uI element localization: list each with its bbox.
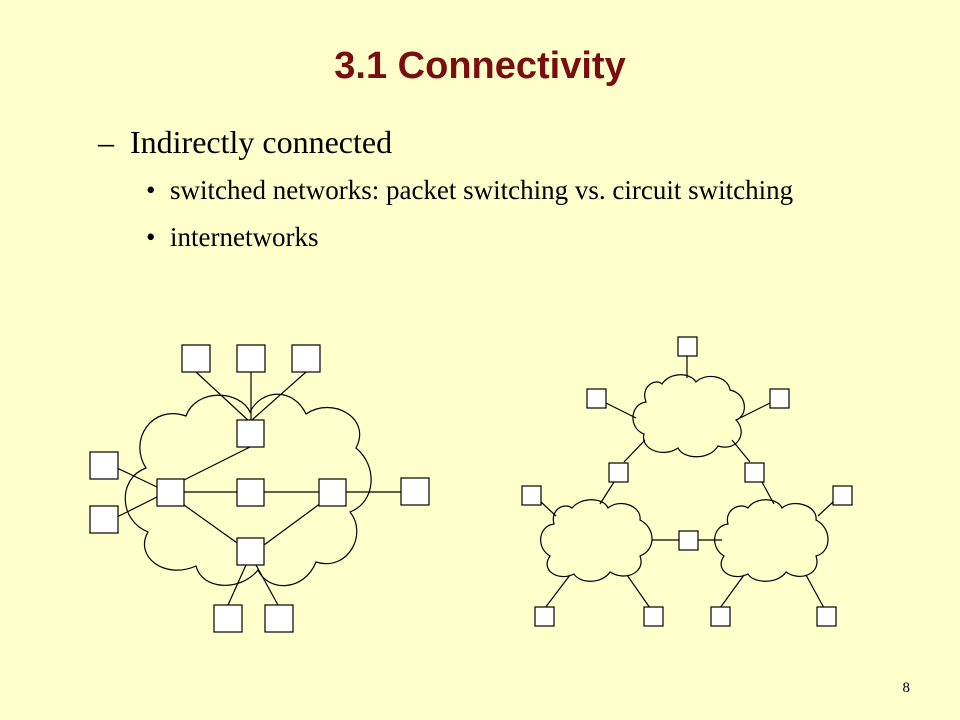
host-node [213,604,243,633]
link [183,446,251,481]
host-node [832,485,853,506]
host-node [643,606,664,627]
link [183,504,241,546]
bullet-internetworks: • internetworks [146,219,318,255]
link [719,574,745,609]
link [540,501,557,517]
link [116,496,158,518]
link [805,574,825,609]
link [116,467,158,488]
bullet-marker: • [146,175,156,205]
host-node [89,505,119,534]
host-node [400,477,430,506]
link [623,439,646,463]
link [263,502,322,546]
host-node [181,344,211,373]
page-number: 8 [902,680,911,696]
host-node [816,606,837,627]
host-node [769,388,790,409]
router-node [678,530,699,551]
link [731,439,751,463]
network-cloud-left [540,499,653,582]
link [605,402,637,419]
network-cloud-top [632,374,745,458]
slide-title: 3.1 Connectivity [334,45,626,87]
host-node [89,451,119,480]
link [599,481,615,505]
host-node [291,344,321,373]
internetwork-diagram [521,336,853,627]
switched-network-diagram [89,344,430,633]
host-node [521,485,542,506]
host-node [677,336,698,357]
bullet-text: Indirectly connected [130,124,393,160]
link [626,574,651,609]
switch-node [236,419,265,448]
host-node [586,388,607,409]
bullet-marker: • [146,222,156,252]
link [227,564,247,606]
link [251,371,307,421]
dash-marker: – [98,124,114,160]
switch-node [236,478,265,507]
link [255,564,279,606]
link [544,574,571,609]
bullet-switched-networks: • switched networks: packet switching vs.… [146,172,793,208]
link [817,501,834,517]
switch-node [156,478,185,507]
bullet-text: switched networks: packet switching vs. … [170,175,794,205]
link [739,402,771,419]
router-node [744,462,765,483]
bullet-text: internetworks [170,222,319,252]
link [761,481,775,505]
host-node [710,606,731,627]
host-node [236,344,266,373]
bullet-indirectly-connected: –Indirectly connected [98,120,392,164]
host-node [264,604,294,633]
host-node [534,606,555,627]
network-cloud-right [714,499,829,582]
router-node [608,462,629,483]
switch-node [318,478,347,507]
switch-node [236,537,265,566]
link [195,371,251,423]
